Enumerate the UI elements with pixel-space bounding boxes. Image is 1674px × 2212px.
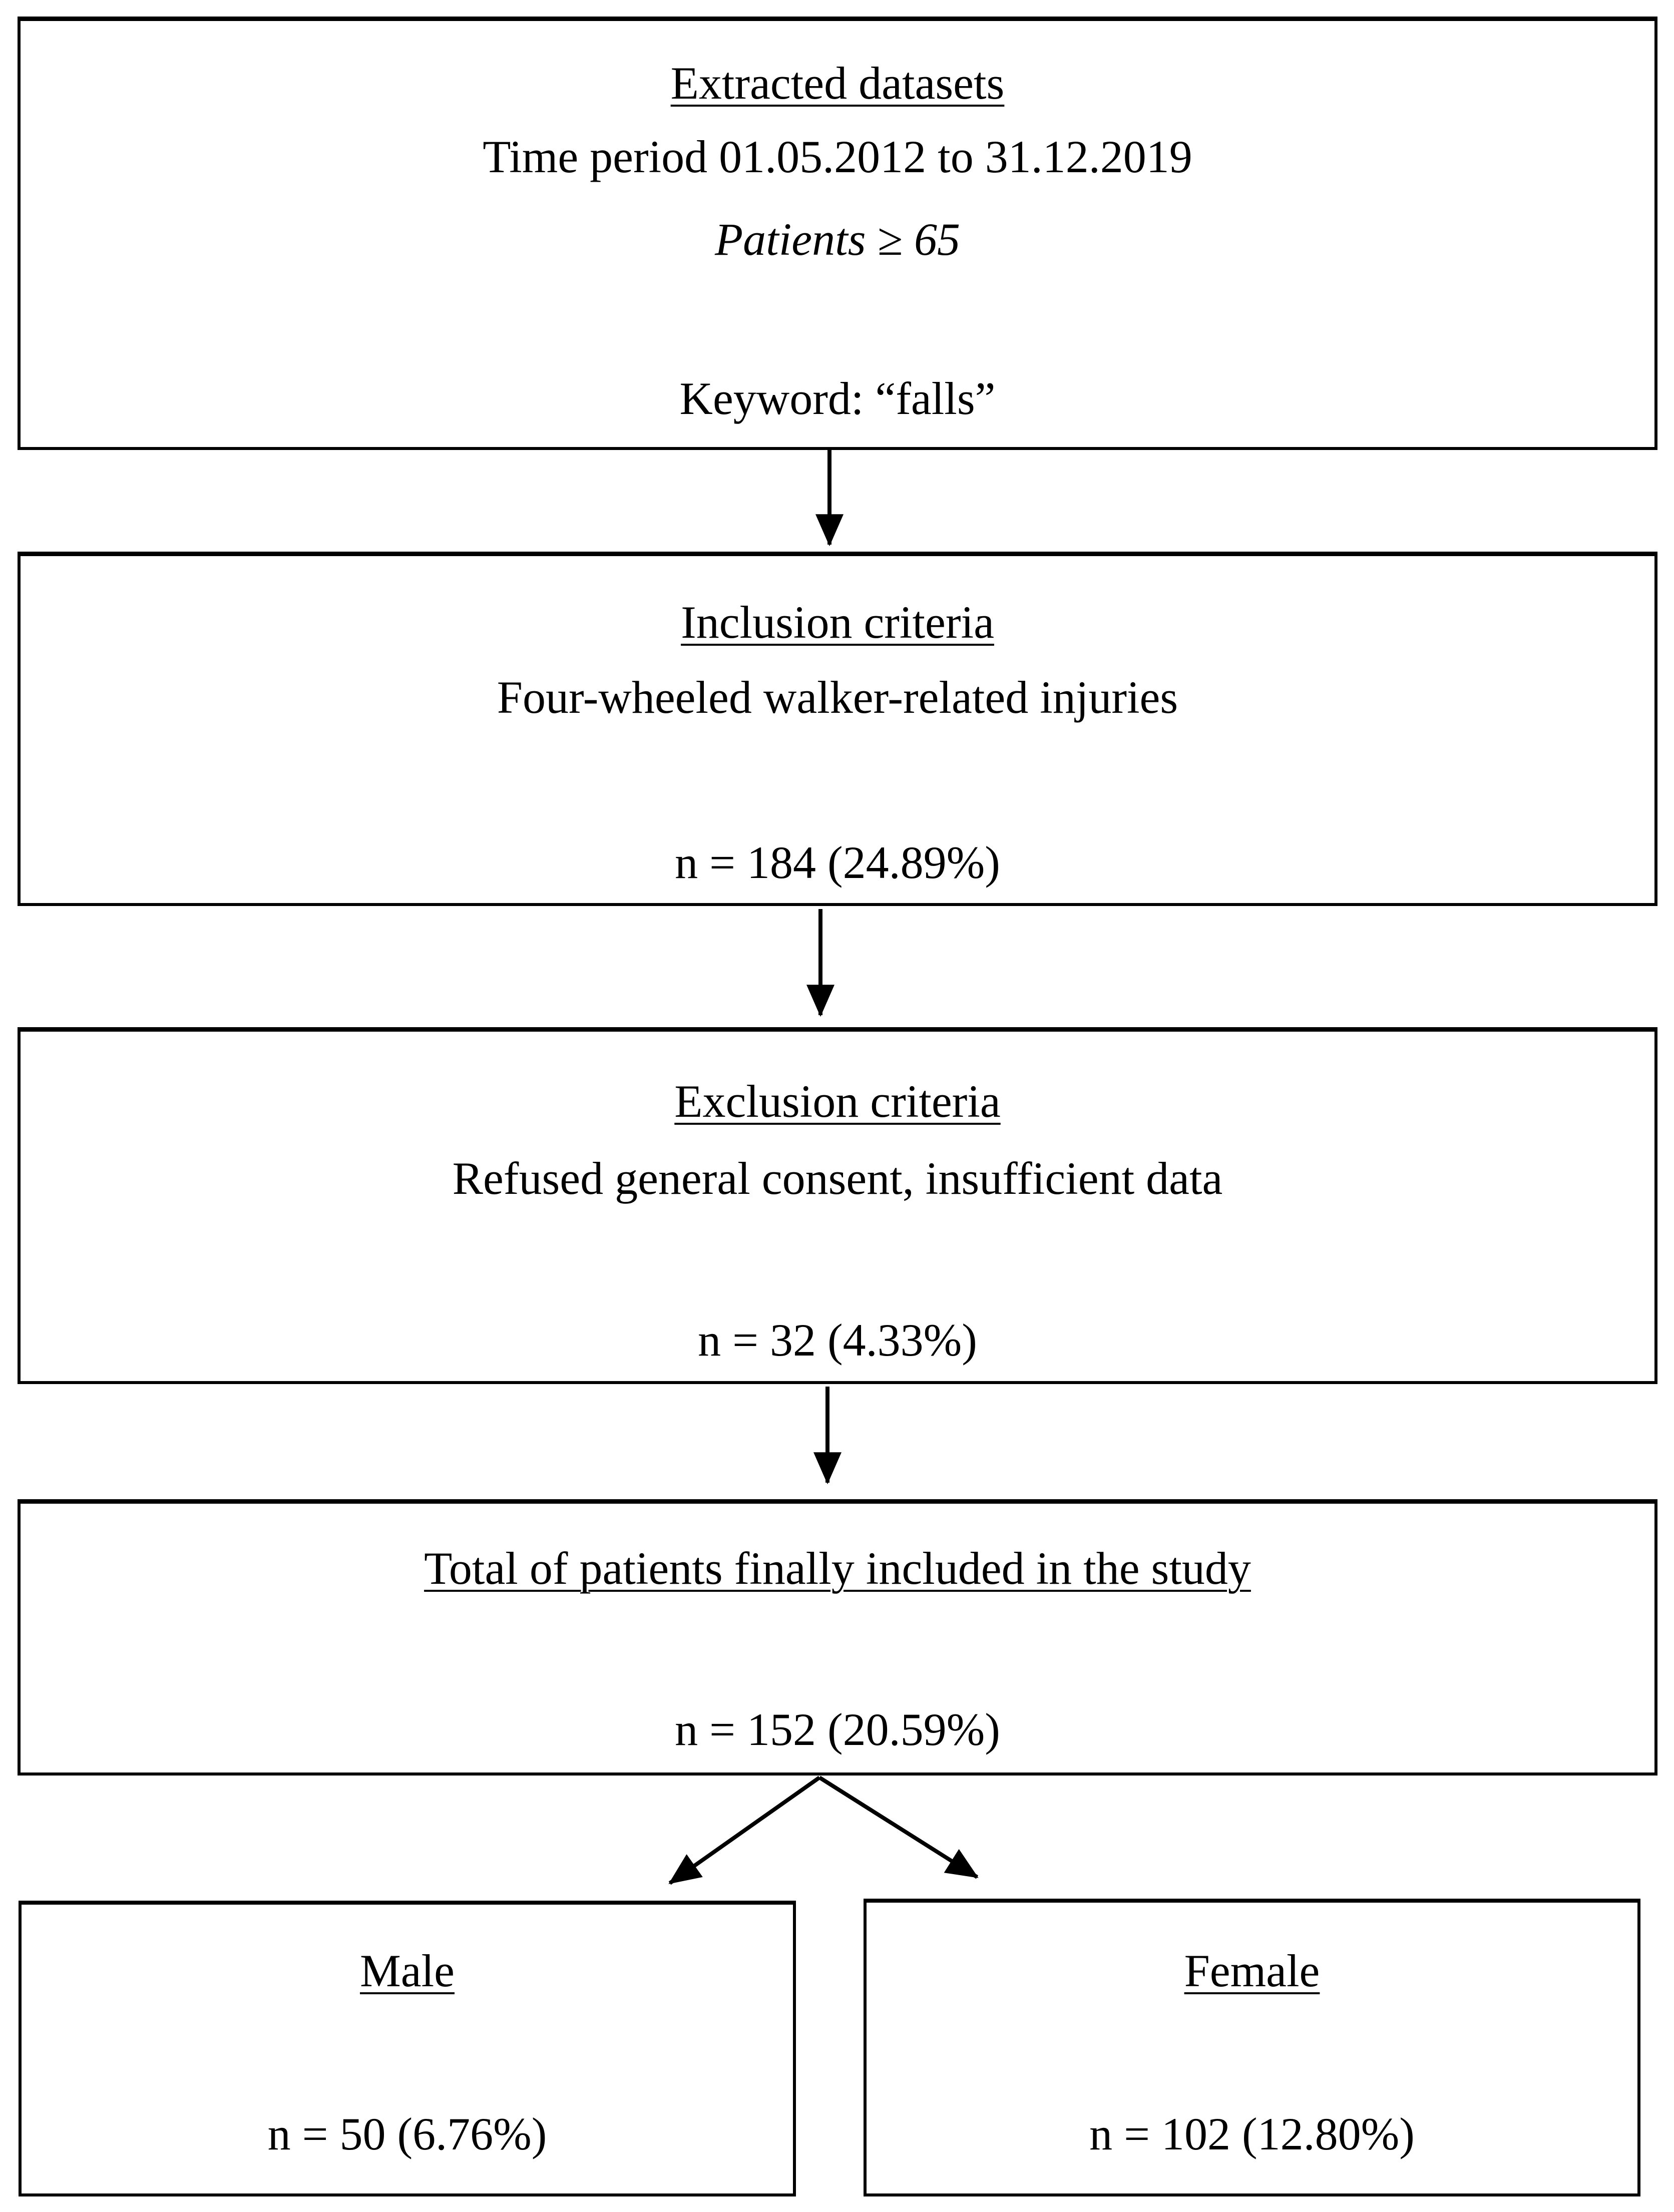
- male-count: n = 50 (6.76%): [267, 2108, 547, 2159]
- arrow-split-left-icon: [668, 1776, 821, 1885]
- box-exclusion-criteria: Exclusion criteria Refused general conse…: [18, 1027, 1657, 1384]
- exclusion-description: Refused general consent, insufficient da…: [452, 1153, 1223, 1204]
- box-inclusion-criteria: Inclusion criteria Four-wheeled walker-r…: [18, 552, 1657, 906]
- exclusion-count: n = 32 (4.33%): [698, 1314, 977, 1366]
- box-female: Female n = 102 (12.80%): [864, 1899, 1640, 2196]
- extracted-keyword: Keyword: “falls”: [679, 373, 996, 424]
- extracted-title: Extracted datasets: [670, 58, 1005, 109]
- total-title: Total of patients finally included in th…: [424, 1543, 1251, 1594]
- inclusion-count: n = 184 (24.89%): [675, 837, 1000, 888]
- extracted-patients-age: Patients ≥ 65: [714, 214, 960, 265]
- total-count: n = 152 (20.59%): [675, 1704, 1000, 1755]
- arrow-split-right-icon: [818, 1776, 979, 1879]
- box-male: Male n = 50 (6.76%): [19, 1901, 796, 2196]
- female-count: n = 102 (12.80%): [1089, 2108, 1415, 2159]
- inclusion-description: Four-wheeled walker-related injuries: [497, 672, 1178, 723]
- exclusion-title: Exclusion criteria: [674, 1076, 1001, 1127]
- box-total-included: Total of patients finally included in th…: [18, 1499, 1657, 1776]
- extracted-time-period: Time period 01.05.2012 to 31.12.2019: [483, 131, 1192, 182]
- box-extracted-datasets: Extracted datasets Time period 01.05.201…: [18, 17, 1657, 450]
- male-title: Male: [359, 1945, 455, 1996]
- inclusion-title: Inclusion criteria: [681, 597, 994, 648]
- female-title: Female: [1184, 1945, 1320, 1996]
